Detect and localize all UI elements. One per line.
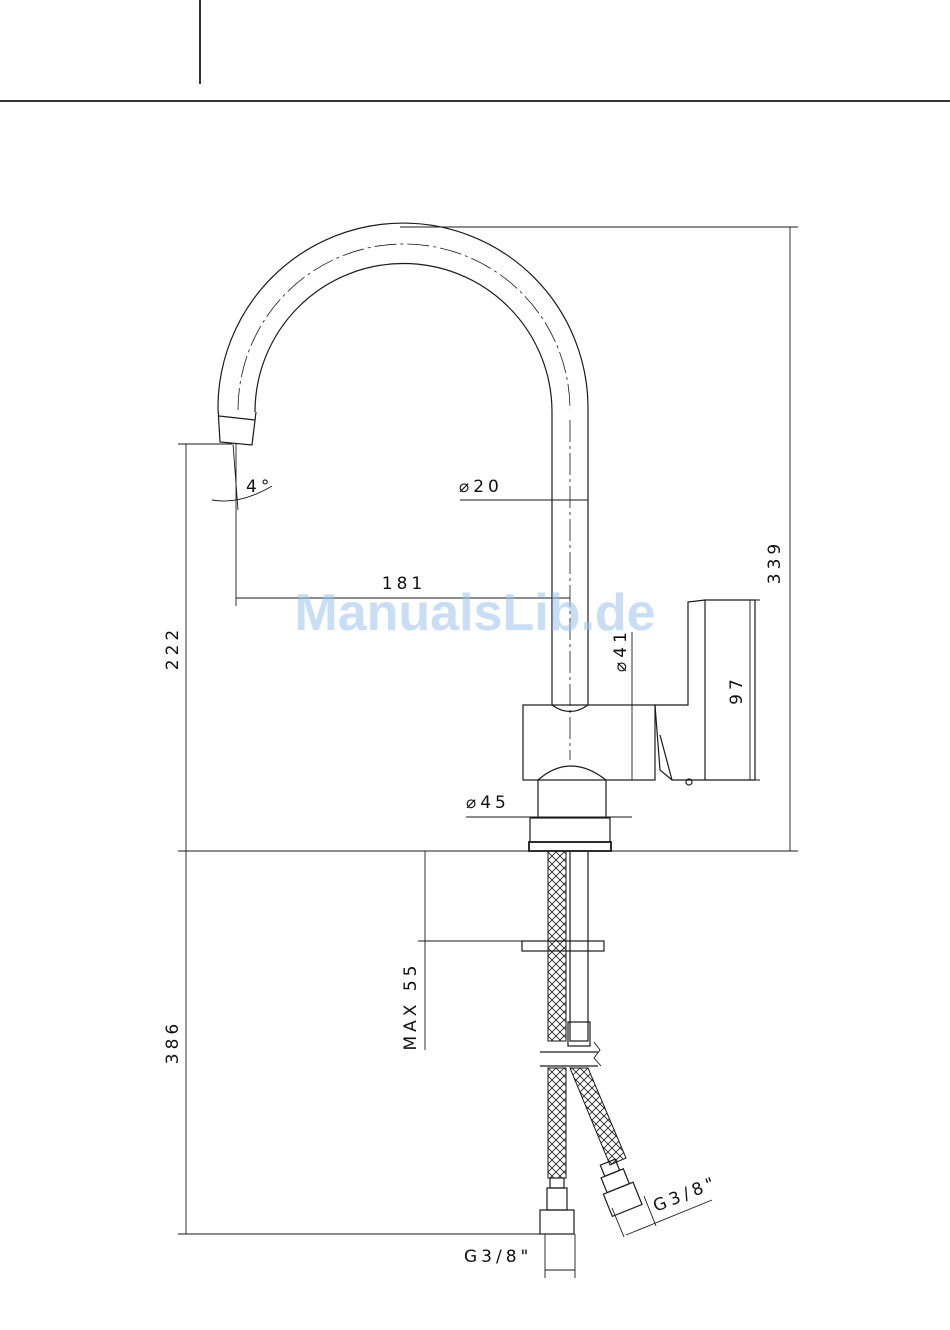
dim-spout-angle: 4° <box>246 477 273 497</box>
dim-connection-right: G3/8" <box>650 1172 721 1216</box>
dim-spout-height: 222 <box>163 626 183 670</box>
faucet-body <box>523 705 655 851</box>
dim-spout-diameter: ⌀20 <box>459 477 503 497</box>
dim-connection-left: G3/8" <box>464 1247 532 1267</box>
spout <box>218 223 588 760</box>
dim-total-height: 339 <box>765 540 785 584</box>
dim-base-diameter: ⌀45 <box>466 793 510 813</box>
mounting-set <box>522 851 642 1234</box>
dim-max-thickness: MAX 55 <box>401 962 421 1051</box>
dim-lever-height: 97 <box>727 675 747 705</box>
dim-hose-length: 386 <box>163 1020 183 1064</box>
watermark: ManualsLib.de <box>294 584 655 642</box>
page-header-rules <box>0 0 950 101</box>
